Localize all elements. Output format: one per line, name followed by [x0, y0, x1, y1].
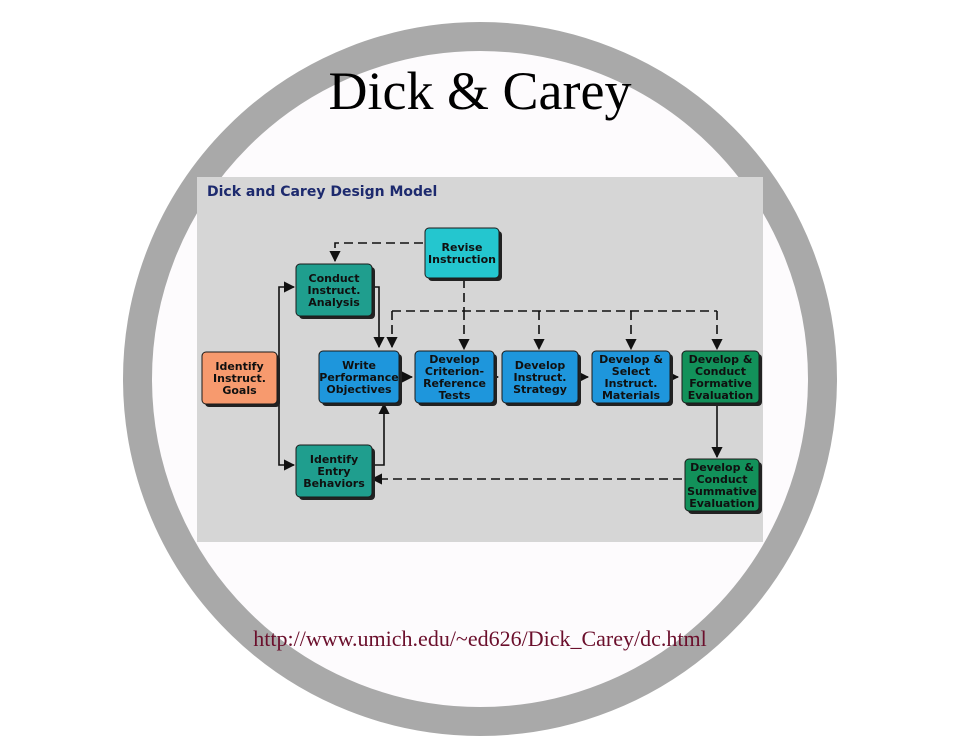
box-label-line: Instruction [428, 253, 496, 266]
box-label-line: Performance [319, 371, 398, 384]
source-url: http://www.umich.edu/~ed626/Dick_Carey/d… [253, 626, 707, 651]
slide-title: Dick & Carey [328, 61, 632, 121]
arrow-revise-to-analysis [329, 242, 423, 263]
box-shape [414, 350, 495, 404]
box-label-line: Strategy [513, 383, 567, 396]
box-shape [684, 458, 760, 512]
feedback-connectors [329, 242, 723, 485]
box-label-line: Instruct. [308, 284, 361, 297]
box-shape [295, 444, 373, 498]
process-boxes: IdentifyInstruct.GoalsConductInstruct.An… [201, 227, 762, 514]
connectors [277, 281, 723, 471]
box-label-line: Entry [317, 465, 350, 478]
box-label-line: Develop & [599, 353, 663, 366]
box-shape [591, 350, 671, 404]
box-label-line: Evaluation [689, 497, 755, 510]
arrow-entry-to-objectives [372, 402, 390, 466]
box-label-line: Instruct. [213, 372, 266, 385]
box-label-line: Revise [442, 241, 483, 254]
box-label-line: Analysis [308, 296, 360, 309]
box-label-line: Identify [215, 360, 263, 373]
box-label-line: Select [612, 365, 650, 378]
box-label-line: Formative [689, 377, 752, 390]
box-shape [681, 350, 760, 404]
box-label-line: Materials [602, 389, 660, 402]
box-label-line: Instruct. [514, 371, 567, 384]
box-label-line: Summative [687, 485, 757, 498]
box-label-line: Objectives [326, 383, 392, 396]
box-label-line: Develop & [690, 461, 754, 474]
box-label-line: Identify [310, 453, 358, 466]
box-label-line: Evaluation [688, 389, 754, 402]
box-label-line: Conduct [695, 365, 746, 378]
box-label-line: Criterion- [425, 365, 484, 378]
box-label-line: Develop [429, 353, 480, 366]
box-label-line: Conduct [697, 473, 748, 486]
box-label-line: Tests [439, 389, 471, 402]
box-label-line: Develop [515, 359, 566, 372]
arrow-goals-to-entry [278, 378, 296, 471]
dick-carey-diagram: Dick and Carey Design Model [201, 184, 762, 514]
box-shape [201, 351, 278, 405]
box-label-line: Develop & [689, 353, 753, 366]
box-label-line: Instruct. [605, 377, 658, 390]
box-shape [501, 350, 579, 404]
diagram-panel: Dick and Carey Design Model [197, 177, 763, 542]
box-label-line: Write [342, 359, 376, 372]
box-label-line: Behaviors [303, 477, 365, 490]
box-shape [318, 350, 400, 404]
box-label-line: Reference [423, 377, 486, 390]
diagram-title: Dick and Carey Design Model [207, 184, 437, 200]
box-shape [424, 227, 500, 279]
box-label-line: Conduct [309, 272, 360, 285]
box-label-line: Goals [222, 384, 257, 397]
box-shape [295, 263, 373, 317]
